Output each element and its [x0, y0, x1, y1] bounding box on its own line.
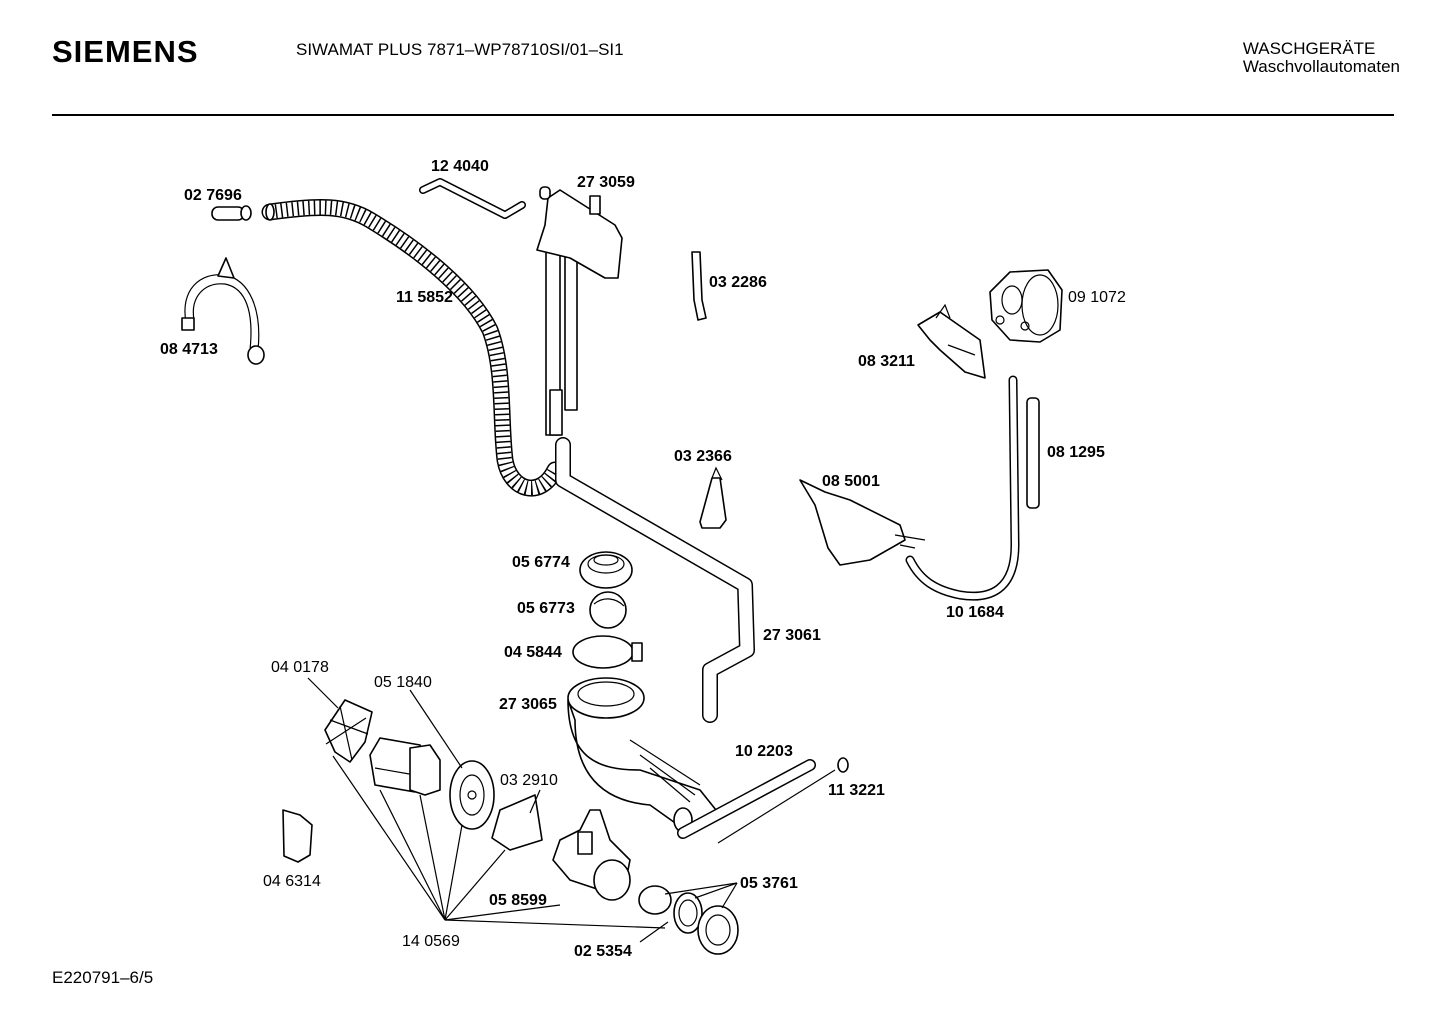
header-divider — [52, 114, 1394, 116]
part-rod-113221 — [717, 757, 849, 844]
part-impeller-040178 — [324, 699, 373, 763]
label-032366: 03 2366 — [674, 448, 732, 465]
part-clampring-045844 — [572, 635, 643, 669]
brand-logo: SIEMENS — [52, 34, 199, 69]
part-bracket-046314 — [282, 809, 313, 863]
label-025354: 02 5354 — [574, 943, 632, 960]
part-tube-081295 — [1026, 397, 1040, 509]
part-bracket-032286 — [691, 251, 707, 321]
part-pipe-273061 — [555, 437, 755, 723]
part-hose-101684 — [905, 375, 1020, 601]
part-rod-124040 — [419, 178, 526, 219]
label-081295: 08 1295 — [1047, 444, 1105, 461]
label-083211: 08 3211 — [858, 353, 915, 370]
label-140569: 14 0569 — [402, 933, 460, 950]
part-inlet-273059 — [536, 186, 623, 436]
label-113221: 11 3221 — [828, 782, 885, 799]
part-clamp-084713 — [181, 257, 265, 365]
label-032286: 03 2286 — [709, 274, 767, 291]
part-timer-091072 — [989, 269, 1063, 343]
part-clip-032366 — [699, 466, 727, 529]
category-line1: WASCHGERÄTE — [1242, 39, 1376, 58]
leader-lines — [307, 677, 738, 943]
label-053761: 05 3761 — [740, 875, 798, 892]
part-ring-056774 — [579, 551, 633, 589]
label-051840: 05 1840 — [374, 674, 432, 691]
label-115852: 11 5852 — [396, 289, 453, 306]
part-bracket-083211 — [917, 303, 986, 379]
part-pump-058599 — [552, 809, 631, 901]
label-032910: 03 2910 — [500, 772, 558, 789]
label-273061: 27 3061 — [763, 627, 821, 644]
label-058599: 05 8599 — [489, 892, 547, 909]
label-056773: 05 6773 — [517, 600, 575, 617]
label-027696: 02 7696 — [184, 187, 242, 204]
part-guard-032910 — [491, 794, 543, 851]
document-number: E220791–6/5 — [52, 968, 154, 987]
label-045844: 04 5844 — [504, 644, 562, 661]
label-040178: 04 0178 — [271, 659, 329, 676]
label-273059: 27 3059 — [577, 174, 635, 191]
part-seal-053761 — [638, 885, 739, 955]
model-title: SIWAMAT PLUS 7871–WP78710SI/01–SI1 — [296, 40, 624, 59]
label-102203: 10 2203 — [735, 743, 793, 760]
label-056774: 05 6774 — [512, 554, 570, 571]
label-124040: 12 4040 — [431, 158, 489, 175]
part-pulley-051840 — [449, 760, 495, 830]
category-line2: Waschvollautomaten — [1242, 57, 1400, 76]
category: WASCHGERÄTE Waschvollautomaten — [1243, 40, 1400, 76]
part-hose-115852 — [261, 199, 564, 497]
part-sump-273065 — [567, 677, 717, 833]
label-046314: 04 6314 — [263, 873, 321, 890]
part-housing-051840 — [369, 737, 441, 796]
label-091072: 09 1072 — [1068, 289, 1126, 306]
part-connector-027696 — [211, 205, 252, 221]
part-tube-102203 — [677, 759, 816, 839]
label-273065: 27 3065 — [499, 696, 557, 713]
part-mount-085001 — [799, 479, 926, 566]
label-101684: 10 1684 — [946, 604, 1004, 621]
label-084713: 08 4713 — [160, 341, 218, 358]
label-085001: 08 5001 — [822, 473, 880, 490]
part-ball-056773 — [589, 591, 627, 629]
